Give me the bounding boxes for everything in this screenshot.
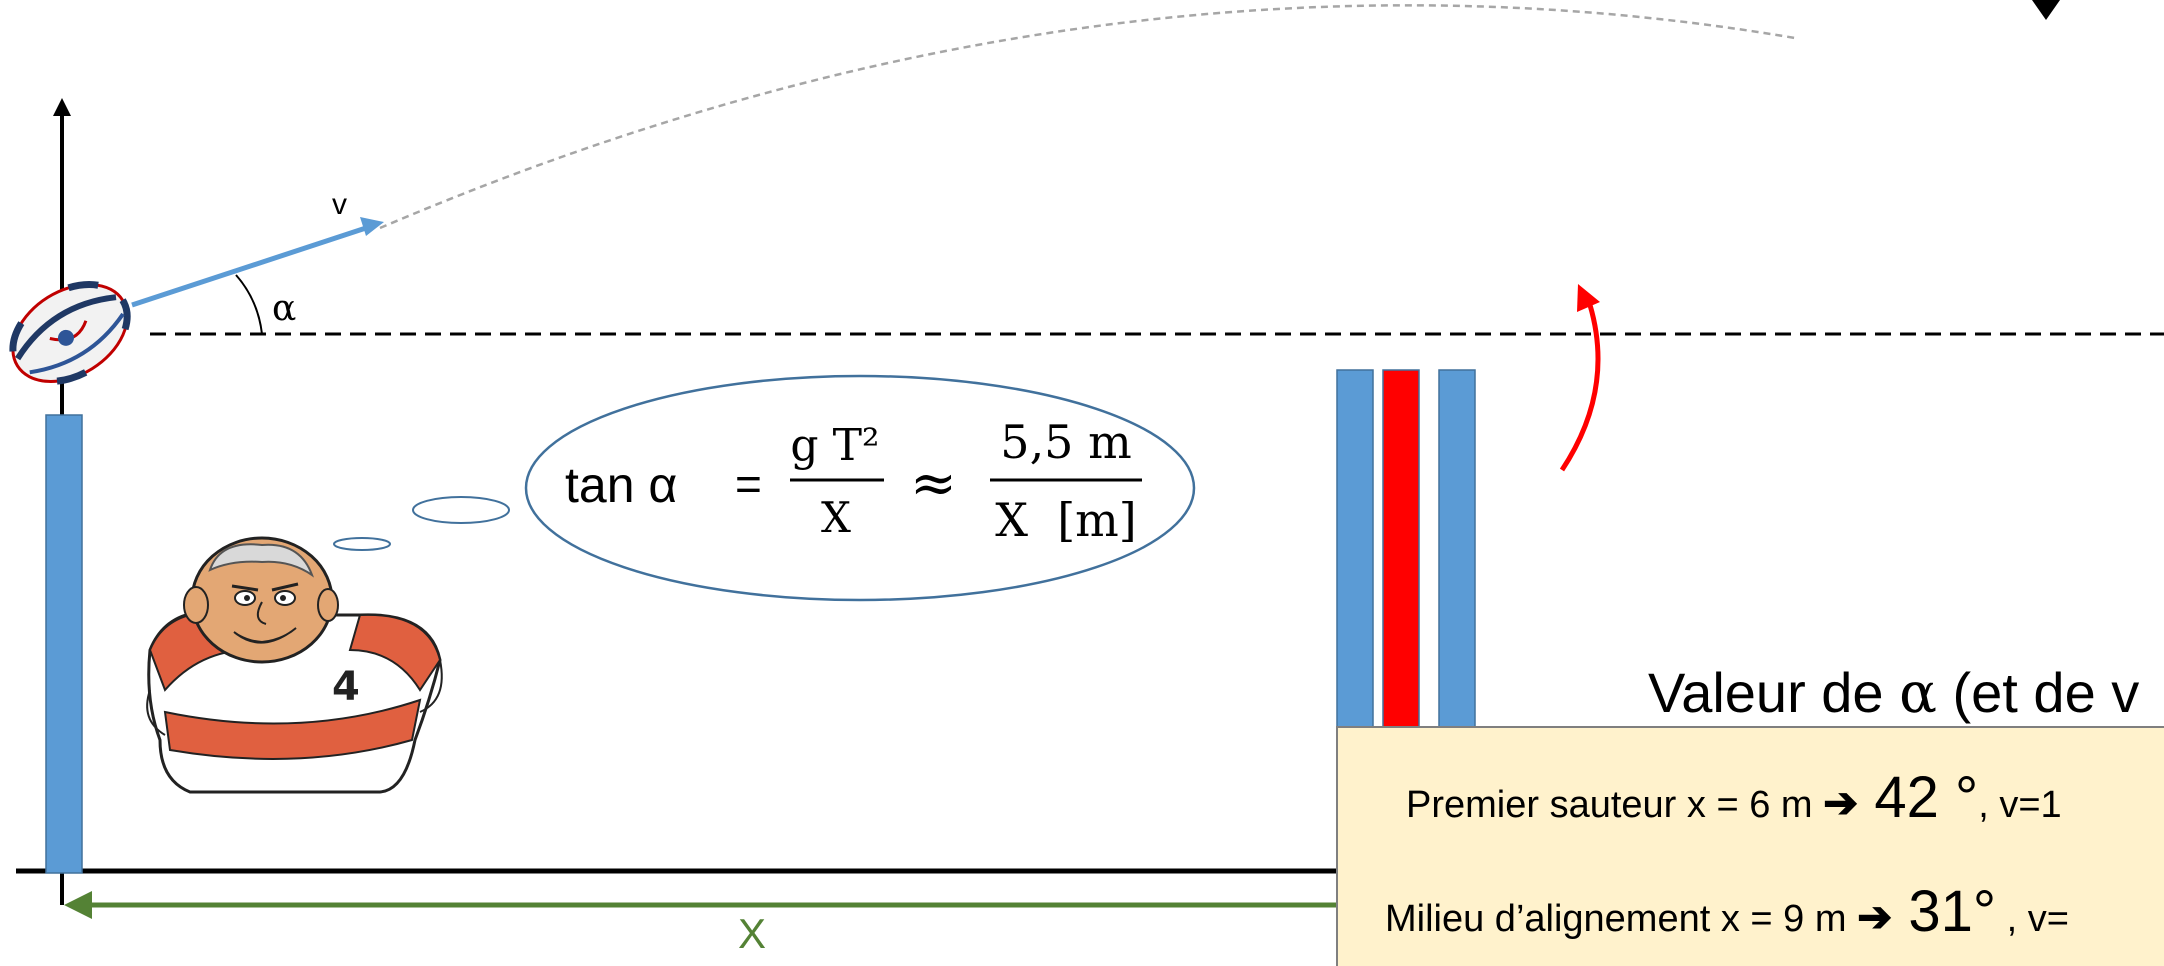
line2-arrow-icon: ➔	[1857, 893, 1893, 940]
line1-text: Premier sauteur x = 6 m	[1406, 784, 1824, 826]
distance-label: X	[738, 910, 766, 952]
result-line-first-jumper: Premier sauteur x = 6 m ➔ 42 °, v=1	[1406, 764, 2062, 831]
line1-tail: , v=1	[1978, 784, 2062, 826]
formula-frac2-denominator: X [m]	[995, 493, 1137, 547]
result-line-middle: Milieu d’alignement x = 9 m ➔ 31° , v=	[1385, 878, 2069, 945]
result-title-suffix: (et de v	[1936, 661, 2140, 724]
trajectory-curve	[379, 4, 1796, 230]
rugby-ball-icon	[9, 281, 131, 385]
vertical-axis-arrowhead	[53, 98, 71, 116]
formula-lhs: tan α	[565, 457, 677, 513]
velocity-label: v	[332, 188, 347, 221]
thought-bubble-small	[333, 537, 391, 551]
result-title: Valeur de α (et de v	[1648, 660, 2139, 726]
svg-text:4: 4	[332, 664, 360, 710]
angle-label: α	[272, 288, 296, 329]
red-curved-arrow	[1559, 304, 1601, 472]
result-title-alpha: α	[1899, 661, 1937, 726]
line2-tail: , v=	[1996, 898, 2069, 940]
formula-frac1-denominator: X	[821, 493, 851, 542]
velocity-arrowhead	[360, 217, 384, 236]
down-arrow-head	[2032, 0, 2060, 20]
line2-text: Milieu d’alignement x = 9 m	[1385, 898, 1858, 940]
line1-arrow-icon: ➔	[1823, 779, 1859, 826]
formula-equals: =	[735, 458, 762, 510]
jumper-bar-red	[1382, 369, 1420, 731]
result-box: Premier sauteur x = 6 m ➔ 42 °, v=1 Mili…	[1336, 726, 2164, 966]
distance-arrowhead	[64, 891, 92, 919]
thrower-pole	[45, 414, 83, 874]
velocity-vector	[131, 223, 373, 308]
result-title-prefix: Valeur de	[1648, 661, 1900, 724]
formula-frac2-numerator: 5,5 m	[1000, 415, 1131, 469]
formula-frac1-numerator: g T²	[790, 420, 879, 471]
thought-bubble-formula	[524, 374, 1196, 602]
red-curved-arrowhead	[1577, 284, 1600, 312]
rugby-player-cartoon: 4	[146, 536, 443, 794]
line1-value: 42 °	[1858, 765, 1979, 830]
thought-bubble-medium	[412, 496, 510, 524]
jumper-bar-right	[1438, 369, 1476, 731]
jumper-bar-left	[1336, 369, 1374, 731]
angle-arc	[235, 274, 263, 335]
formula-approx: ≈	[910, 451, 957, 516]
line2-value: 31°	[1892, 879, 1997, 944]
